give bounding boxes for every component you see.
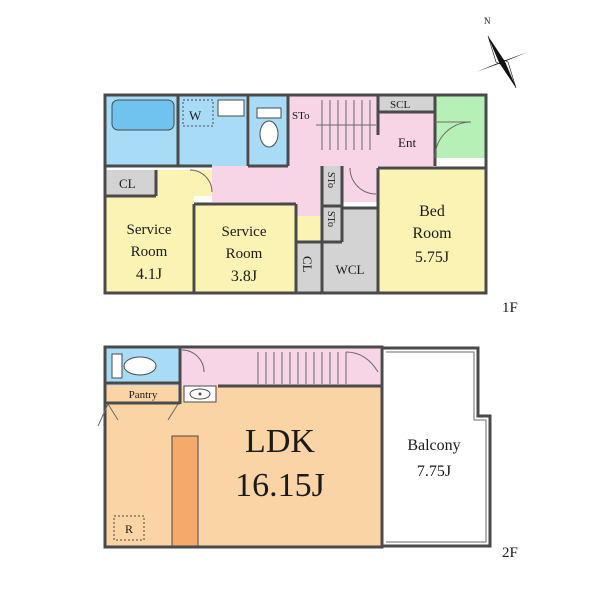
service-room-a-size: 4.1J — [136, 266, 162, 283]
floor-2f: Pantry LDK 16.15J Balcony 7.75J R 2F — [97, 345, 518, 561]
wcl-area — [322, 208, 378, 292]
closet-mid-area — [296, 242, 322, 292]
bath-w-label: W — [189, 108, 202, 123]
pantry-door-right[interactable] — [167, 403, 179, 421]
floor-1f-label: 1F — [502, 300, 518, 316]
balcony-name: Balcony — [407, 437, 460, 454]
bed-room-door[interactable] — [349, 167, 377, 195]
service-room-b-name2: Room — [226, 246, 263, 262]
stairs-1f — [316, 100, 376, 150]
entrance-label: Ent — [398, 135, 416, 150]
floor-2f-label: 2F — [502, 545, 518, 561]
stairs-2f — [257, 351, 379, 384]
scl-label: SCL — [390, 99, 410, 111]
balcony-outline — [382, 346, 492, 548]
pantry-label: Pantry — [129, 389, 158, 401]
refrigerator-icon — [113, 515, 145, 541]
closet-mid-label: CL — [300, 256, 315, 273]
pantry-door-left[interactable] — [97, 403, 119, 427]
toilet-1f-icon — [256, 107, 282, 148]
ldk-name: LDK — [245, 423, 315, 460]
hall-2f-area — [180, 348, 380, 386]
compass: N — [476, 16, 528, 89]
ldk-area — [106, 386, 382, 546]
sto-a-label: STo — [325, 172, 336, 188]
bathtub-icon — [111, 99, 175, 131]
sink-icon — [217, 99, 245, 117]
stair-hall-area — [288, 96, 378, 166]
service-room-a-name2: Room — [131, 244, 168, 260]
floor-1f: W STo SCL Ent CL Service Room 4.1J Servi… — [103, 93, 518, 316]
service-room-a-name1: Service — [127, 222, 172, 238]
entrance-area — [378, 112, 435, 166]
ldk-size: 16.15J — [235, 467, 325, 504]
toilet-2f-door[interactable] — [181, 349, 205, 373]
service-room-b-ext-area — [296, 216, 322, 242]
kitchen-counter — [171, 435, 199, 547]
sto-b-label: STo — [325, 211, 336, 227]
bed-room-size: 5.75J — [415, 249, 449, 266]
service-room-a-upper-area — [156, 170, 212, 196]
refrigerator-label: R — [125, 522, 133, 536]
wash-basin-icon — [183, 385, 217, 403]
scl-area — [378, 96, 435, 112]
balcony-size: 7.75J — [417, 463, 451, 480]
service-room-b-area — [196, 204, 296, 292]
compass-north-letter: N — [484, 16, 491, 26]
bed-room-name2: Room — [412, 225, 452, 242]
bed-room-name1: Bed — [419, 203, 445, 220]
service-room-a-area — [106, 196, 194, 292]
closet-left-area — [106, 170, 156, 196]
garden-area — [435, 96, 486, 158]
service-room-b-name1: Service — [222, 224, 267, 240]
sto-a-area — [322, 166, 342, 206]
toilet-2f-icon — [111, 353, 157, 379]
stairs-storage-label: STo — [292, 110, 310, 122]
service-room-b-size: 3.8J — [231, 268, 257, 285]
bed-room-area — [378, 168, 486, 292]
service-room-a-door[interactable] — [189, 169, 213, 193]
entrance-door[interactable] — [434, 121, 472, 159]
wcl-label: WCL — [336, 262, 365, 277]
compass-rose-icon — [476, 35, 528, 89]
closet-left-label: CL — [119, 176, 136, 191]
